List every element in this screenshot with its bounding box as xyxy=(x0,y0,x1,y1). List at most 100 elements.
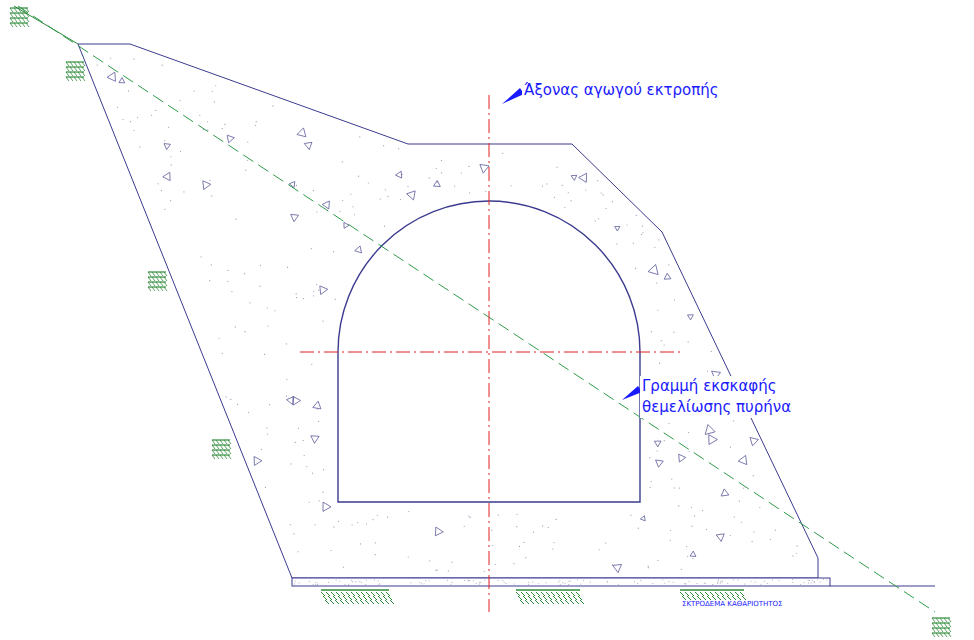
aggregate-triangle xyxy=(716,534,724,542)
aggregate-dot xyxy=(227,270,228,271)
aggregate-dot xyxy=(686,546,687,547)
aggregate-dot xyxy=(516,514,517,515)
aggregate-dot xyxy=(209,180,210,181)
ground-hatch xyxy=(66,62,85,81)
aggregate-dot xyxy=(311,364,312,365)
aggregate-dot xyxy=(211,195,212,196)
aggregate-dot xyxy=(685,583,686,584)
aggregate-dot xyxy=(461,172,462,173)
aggregate-dot xyxy=(533,532,534,533)
aggregate-triangle xyxy=(320,286,328,295)
aggregate-dot xyxy=(375,542,376,543)
aggregate-dot xyxy=(722,581,723,582)
aggregate-dot xyxy=(180,100,181,101)
aggregate-dot xyxy=(689,451,690,452)
aggregate-dot xyxy=(636,215,637,216)
aggregate-dot xyxy=(502,153,503,154)
aggregate-dot xyxy=(681,569,682,570)
aggregate-dot xyxy=(570,580,571,581)
aggregate-dot xyxy=(199,115,200,116)
aggregate-dot xyxy=(772,579,773,580)
aggregate-dot xyxy=(601,192,602,193)
aggregate-dot xyxy=(441,160,442,161)
aggregate-dot xyxy=(607,582,608,583)
aggregate-dot xyxy=(350,193,351,194)
aggregate-dot xyxy=(744,584,745,585)
aggregate-dot xyxy=(495,564,496,565)
aggregate-triangle xyxy=(705,425,715,435)
aggregate-dot xyxy=(711,351,712,352)
aggregate-dot xyxy=(247,160,248,161)
aggregate-dot xyxy=(770,539,771,540)
aggregate-dot xyxy=(260,265,261,266)
aggregate-dot xyxy=(317,584,318,585)
aggregate-dot xyxy=(117,107,118,108)
aggregate-dot xyxy=(207,121,208,122)
aggregate-dot xyxy=(554,197,555,198)
aggregate-dot xyxy=(568,581,569,582)
aggregate-dot xyxy=(692,558,693,559)
aggregate-dot xyxy=(808,583,809,584)
aggregate-dot xyxy=(469,580,470,581)
aggregate-dot xyxy=(778,580,779,581)
aggregate-dot xyxy=(309,502,310,503)
aggregate-dot xyxy=(650,481,651,482)
aggregate-dot xyxy=(398,148,399,149)
aggregate-triangle xyxy=(615,226,620,231)
aggregate-dot xyxy=(688,432,689,433)
aggregate-dot xyxy=(139,146,140,147)
ground-hatch xyxy=(321,590,394,604)
aggregate-dot xyxy=(97,65,98,66)
aggregate-triangle xyxy=(656,460,664,467)
aggregate-dot xyxy=(379,583,380,584)
aggregate-dot xyxy=(464,526,465,527)
aggregate-dot xyxy=(649,457,650,458)
aggregate-dot xyxy=(755,582,756,583)
aggregate-dot xyxy=(267,433,268,434)
aggregate-triangle xyxy=(396,171,402,178)
aggregate-dot xyxy=(633,243,634,244)
aggregate-dot xyxy=(528,584,529,585)
aggregate-dot xyxy=(450,584,451,585)
aggregate-triangle xyxy=(323,502,331,511)
aggregate-dot xyxy=(339,211,340,212)
aggregate-dot xyxy=(722,580,723,581)
aggregate-dot xyxy=(299,583,300,584)
aggregate-dot xyxy=(657,310,658,311)
lean-concrete xyxy=(292,578,830,586)
ground-hatch xyxy=(10,8,29,27)
aggregate-dot xyxy=(245,170,246,171)
aggregate-dot xyxy=(379,584,380,585)
aggregate-dot xyxy=(330,550,331,551)
aggregate-triangle xyxy=(293,396,301,405)
aggregate-dot xyxy=(339,580,340,581)
aggregate-triangle xyxy=(355,246,362,253)
aggregate-dot xyxy=(612,201,613,202)
aggregate-dot xyxy=(333,526,334,527)
aggregate-dot xyxy=(468,516,469,517)
aggregate-dot xyxy=(657,560,658,561)
aggregate-triangle xyxy=(304,142,312,149)
aggregate-dot xyxy=(656,450,657,451)
callout-label: Άξονας αγωγού εκτροπής xyxy=(522,80,721,101)
concrete-body xyxy=(78,44,818,578)
aggregate-dot xyxy=(671,479,672,480)
aggregate-dot xyxy=(817,579,818,580)
aggregate-dot xyxy=(247,141,248,142)
aggregate-dot xyxy=(295,581,296,582)
aggregate-dot xyxy=(664,440,665,441)
aggregate-triangle xyxy=(640,516,645,521)
aggregate-dot xyxy=(808,580,809,581)
aggregate-dot xyxy=(244,331,245,332)
aggregate-dot xyxy=(479,583,480,584)
aggregate-dot xyxy=(641,234,642,235)
aggregate-dot xyxy=(170,200,171,201)
aggregate-triangle xyxy=(690,551,696,556)
aggregate-dot xyxy=(408,511,409,512)
aggregate-dot xyxy=(266,427,267,428)
aggregate-dot xyxy=(468,580,469,581)
aggregate-dot xyxy=(168,127,169,128)
aggregate-dot xyxy=(760,584,761,585)
aggregate-triangle xyxy=(648,265,658,275)
aggregate-dot xyxy=(319,500,320,501)
